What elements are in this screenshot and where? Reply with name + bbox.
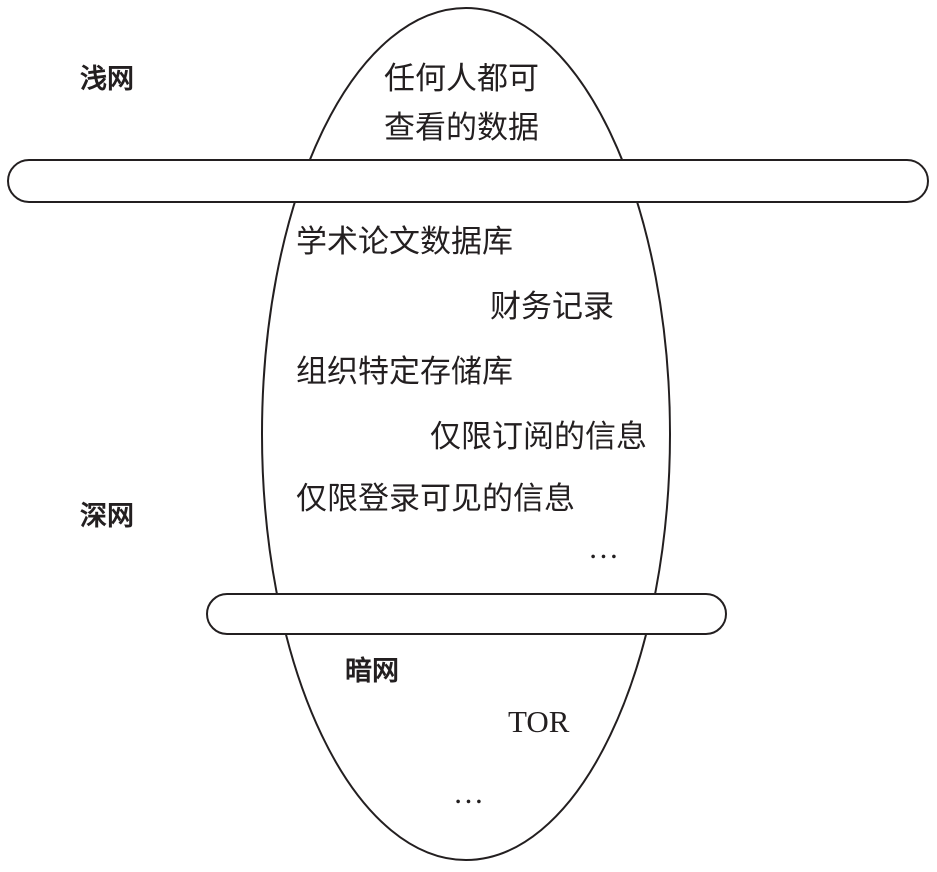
web-ellipse [261,7,671,861]
deep-item: 财务记录 [490,289,614,325]
dark-web-label: 暗网 [345,656,399,687]
surface-web-label: 浅网 [80,64,134,95]
surface-text-line: 任何人都可 [384,61,539,97]
deep-item: 仅限订阅的信息 [430,419,647,455]
deep-item: 组织特定存储库 [296,354,513,390]
deep-ellipsis: … [588,530,619,565]
dark-ellipsis: … [453,775,484,810]
surface-text-line: 查看的数据 [384,110,539,146]
surface-deep-divider [7,159,929,203]
deep-item: 学术论文数据库 [296,224,513,260]
deep-web-label: 深网 [80,501,134,532]
deep-item: 仅限登录可见的信息 [296,481,575,517]
dark-item-tor: TOR [508,704,570,739]
deep-dark-divider [206,593,727,635]
